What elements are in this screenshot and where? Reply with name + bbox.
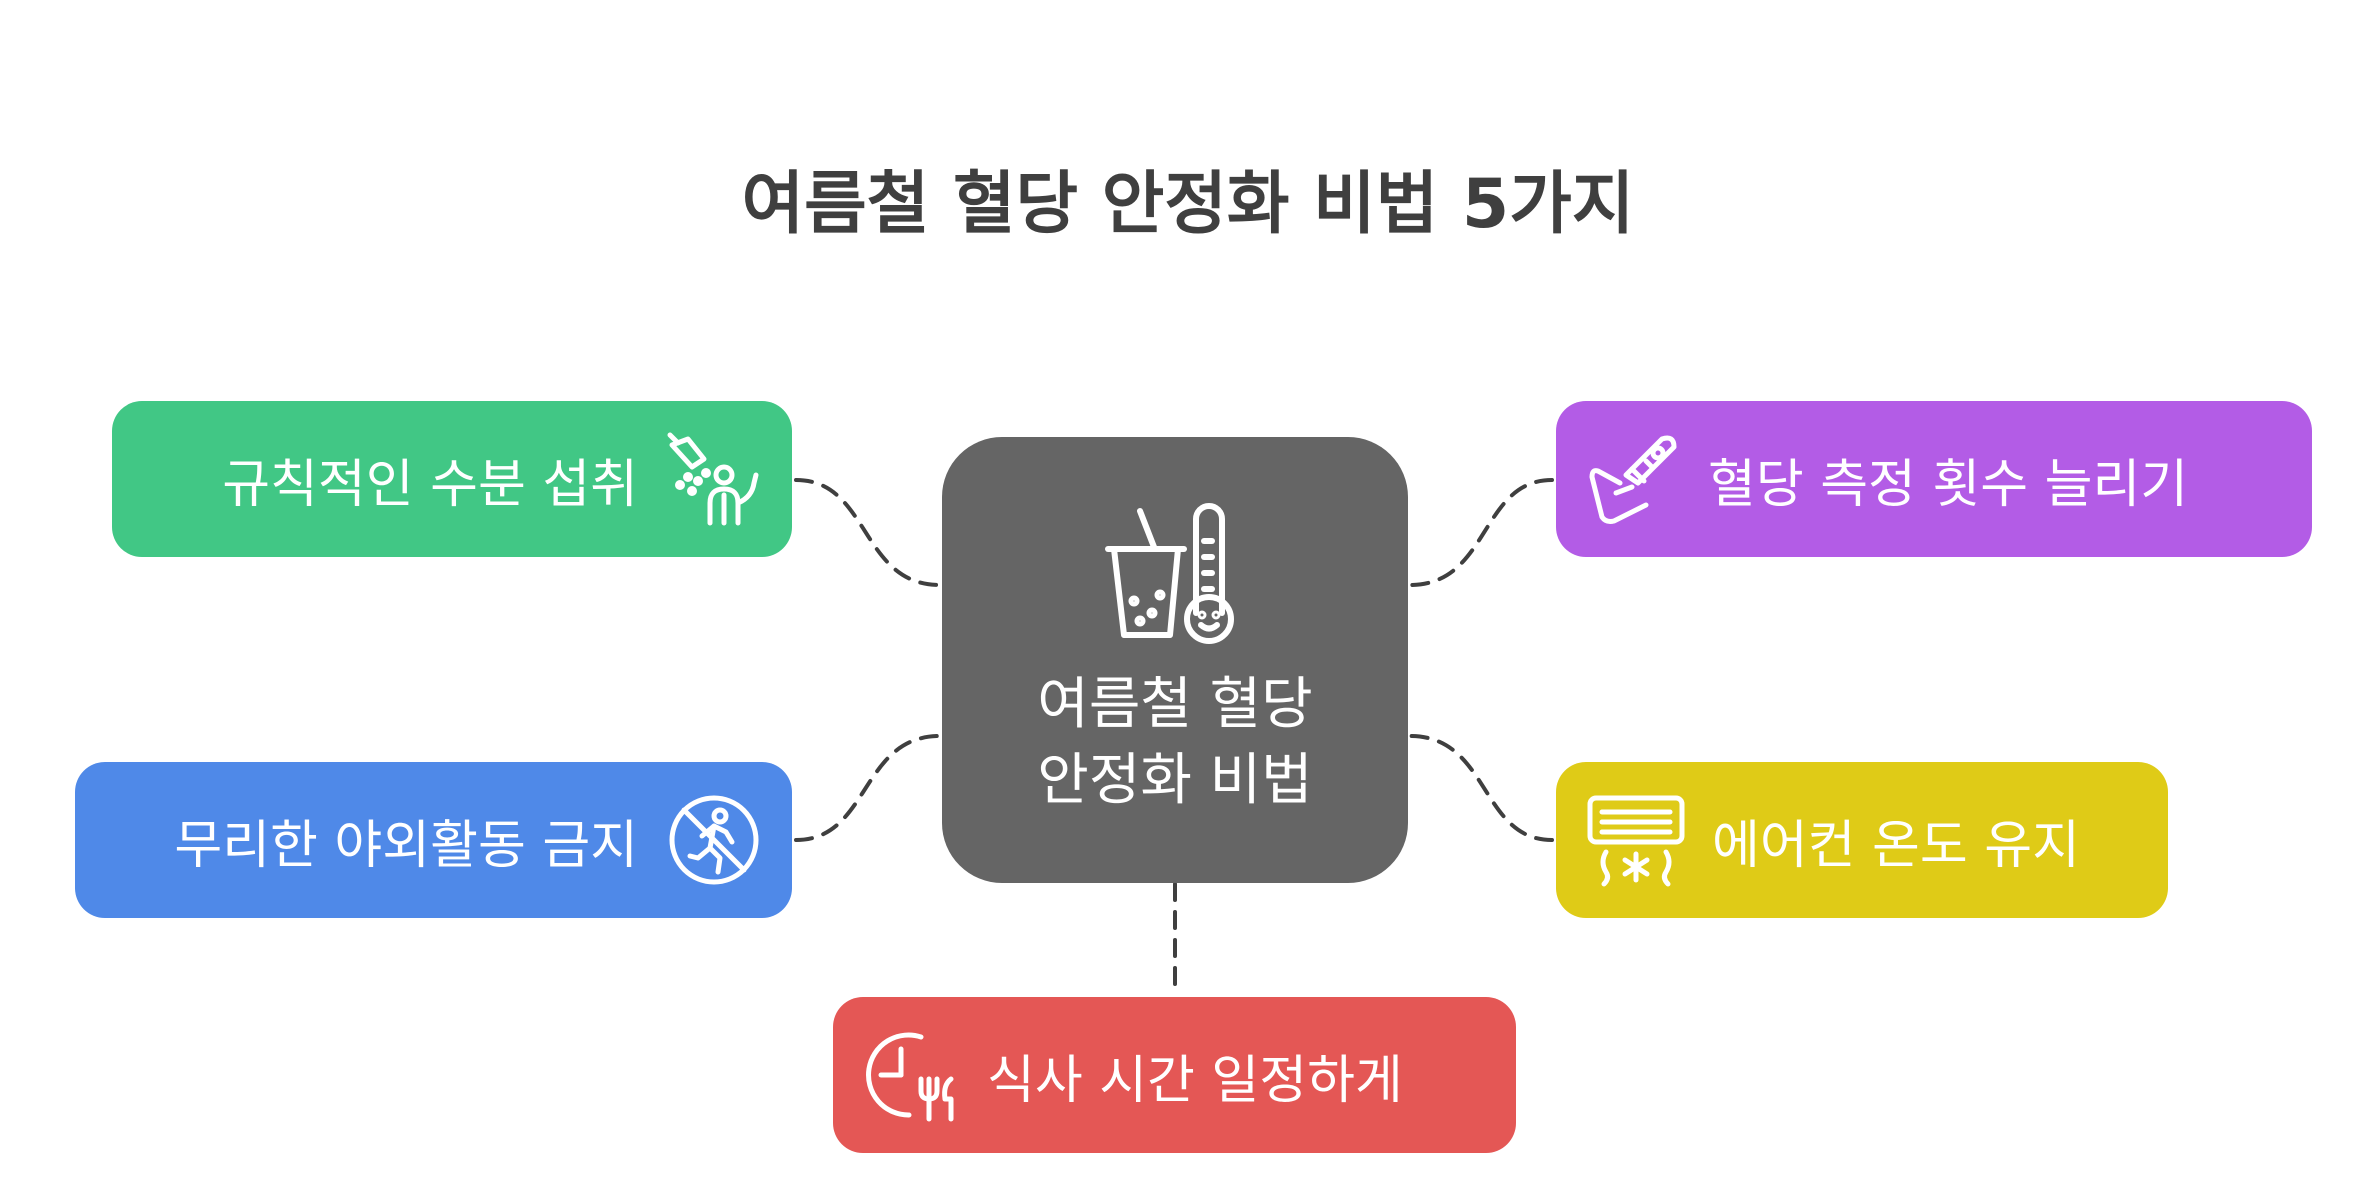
tip-outdoor-activity: 무리한 야외활동 금지 <box>75 762 792 918</box>
tip-outdoor-activity-label: 무리한 야외활동 금지 <box>174 815 638 876</box>
tip-meal-time: 식사 시간 일정하게 <box>833 997 1516 1153</box>
tip-water-intake-label: 규칙적인 수분 섭취 <box>222 454 638 515</box>
glucose-meter-icon <box>1589 435 1677 524</box>
tip-meal-time-label: 식사 시간 일정하게 <box>987 1050 1403 1111</box>
center-node: 여름철 혈당 안정화 비법 <box>942 437 1408 883</box>
connector-aircon <box>1408 734 1554 842</box>
diagram-title: 여름철 혈당 안정화 비법 5가지 <box>741 165 1635 244</box>
tip-water-intake: 규칙적인 수분 섭취 <box>112 401 792 557</box>
connector-water <box>794 478 942 587</box>
center-label-line2: 안정화 비법 <box>1037 748 1313 813</box>
tip-aircon-temp-label: 에어컨 온도 유지 <box>1712 815 2080 876</box>
center-label: 여름철 혈당 안정화 비법 <box>1037 667 1312 819</box>
center-label-line1: 여름철 혈당 <box>1037 672 1313 737</box>
tip-glucose-measure: 혈당 측정 횟수 늘리기 <box>1556 401 2312 557</box>
cup-thermometer-icon <box>1105 503 1234 644</box>
clock-utensils-icon <box>866 1032 954 1122</box>
connector-outdoor <box>794 734 942 842</box>
no-running-icon <box>669 795 759 885</box>
tip-glucose-measure-label: 혈당 측정 횟수 늘리기 <box>1708 454 2189 515</box>
tip-aircon-temp: 에어컨 온도 유지 <box>1556 762 2168 918</box>
air-conditioner-icon <box>1587 795 1685 887</box>
shower-icon <box>667 432 759 526</box>
connector-measure <box>1408 478 1554 587</box>
